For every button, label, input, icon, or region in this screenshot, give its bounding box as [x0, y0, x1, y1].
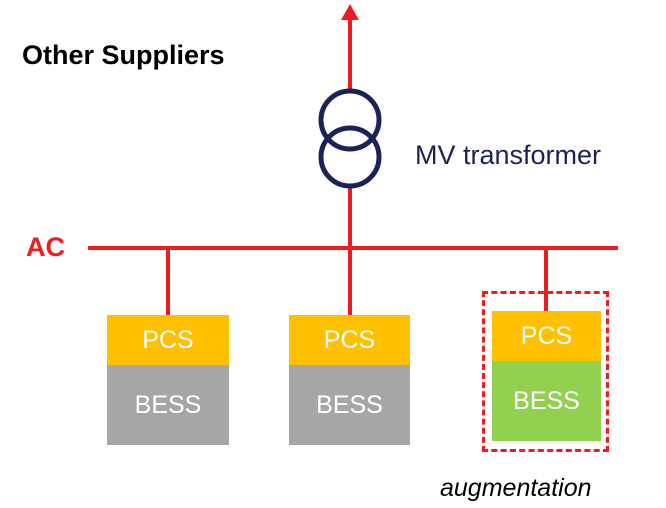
pcs-block-2: PCS — [289, 315, 410, 365]
arrow-up-icon — [341, 4, 359, 20]
mv-transformer-label: MV transformer — [415, 140, 602, 170]
ac-bus-label: AC — [26, 232, 65, 262]
pcs-block-3: PCS — [492, 311, 601, 361]
pcs-block-1: PCS — [107, 315, 229, 365]
augmentation-boundary — [482, 291, 609, 452]
transformer-upper-coil-icon — [318, 88, 382, 152]
other-suppliers-title: Other Suppliers — [22, 40, 225, 70]
augmentation-label: augmentation — [440, 474, 592, 502]
bess-block-1: BESS — [107, 365, 229, 445]
transformer-lower-coil-icon — [318, 125, 382, 189]
bess-block-3: BESS — [492, 361, 601, 441]
bess-block-2: BESS — [289, 365, 410, 445]
